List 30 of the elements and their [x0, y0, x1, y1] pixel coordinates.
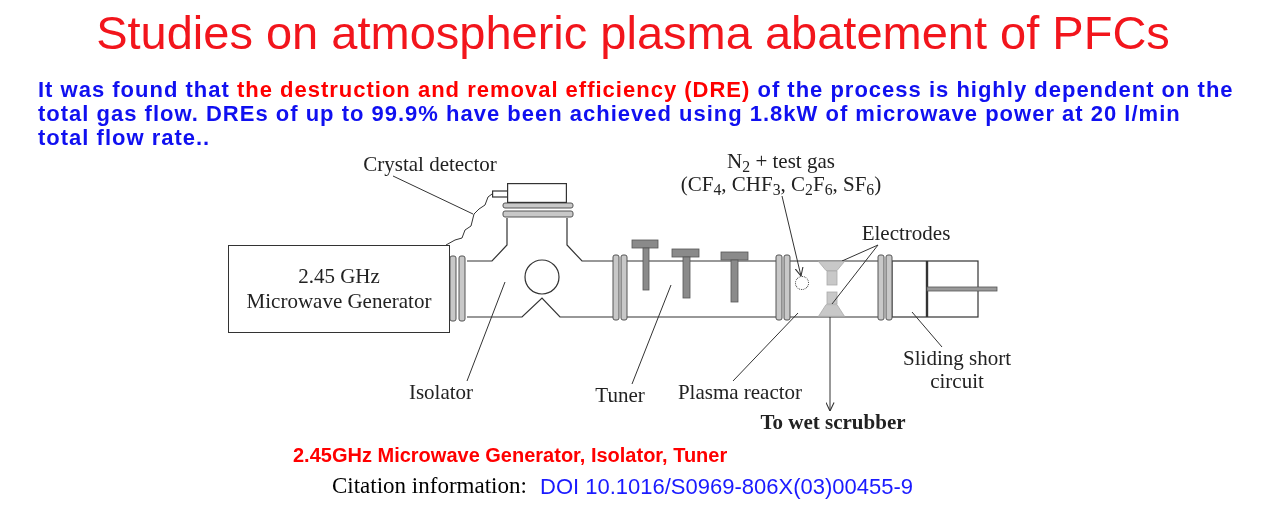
arrow: [825, 316, 835, 412]
electrode: [818, 261, 845, 271]
leader-line: [911, 311, 943, 348]
part-label: Plasma reactor: [677, 381, 803, 404]
leader-line: [841, 244, 879, 262]
slide-title: Studies on atmospheric plasma abatement of PFCs: [96, 5, 1170, 61]
cable: [445, 193, 493, 246]
part-label: Isolator: [408, 381, 474, 404]
leader-line: [831, 244, 879, 305]
leader-line: [631, 284, 672, 385]
frequency-label: 2.45 GHz: [298, 264, 380, 289]
part-label: Tuner: [595, 384, 645, 407]
electrode: [818, 304, 845, 317]
generator-box: [228, 245, 450, 333]
generator-label: Microwave Generator: [246, 289, 432, 314]
leader-line: [732, 312, 799, 382]
leader-line: [392, 175, 474, 215]
outlet-label: To wet scrubber: [760, 411, 906, 434]
gas-list-label: (CF$_{4}$, CHF$_{3}$, C$_{2}$F$_{6}$, SF$_{6}$): [680, 173, 882, 196]
crystal-detector: [492, 183, 567, 203]
equipment-note: 2.45GHz Microwave Generator, Isolator, Tuner: [293, 443, 728, 468]
part-label: Crystal detector: [363, 153, 497, 176]
intro-paragraph: It was found that the destruction and removal efficiency (DRE) of the process is highly dependent on the total gas flow. DREs of up to 99.9% have been achieved using 1.8kW of microwave power at 20 l/min total flow rate..: [38, 78, 1235, 150]
arrow: [781, 195, 804, 277]
gas-inlet-label: N$_{2}$ + test gas: [726, 150, 836, 173]
part-label: Electrodes: [861, 222, 951, 245]
leader-line: [466, 281, 506, 382]
citation-label: Citation information:: [332, 472, 527, 500]
part-label: Sliding short circuit: [893, 347, 1021, 393]
doi-link: DOI 10.1016/S0969-806X(03)00455-9: [540, 473, 914, 501]
